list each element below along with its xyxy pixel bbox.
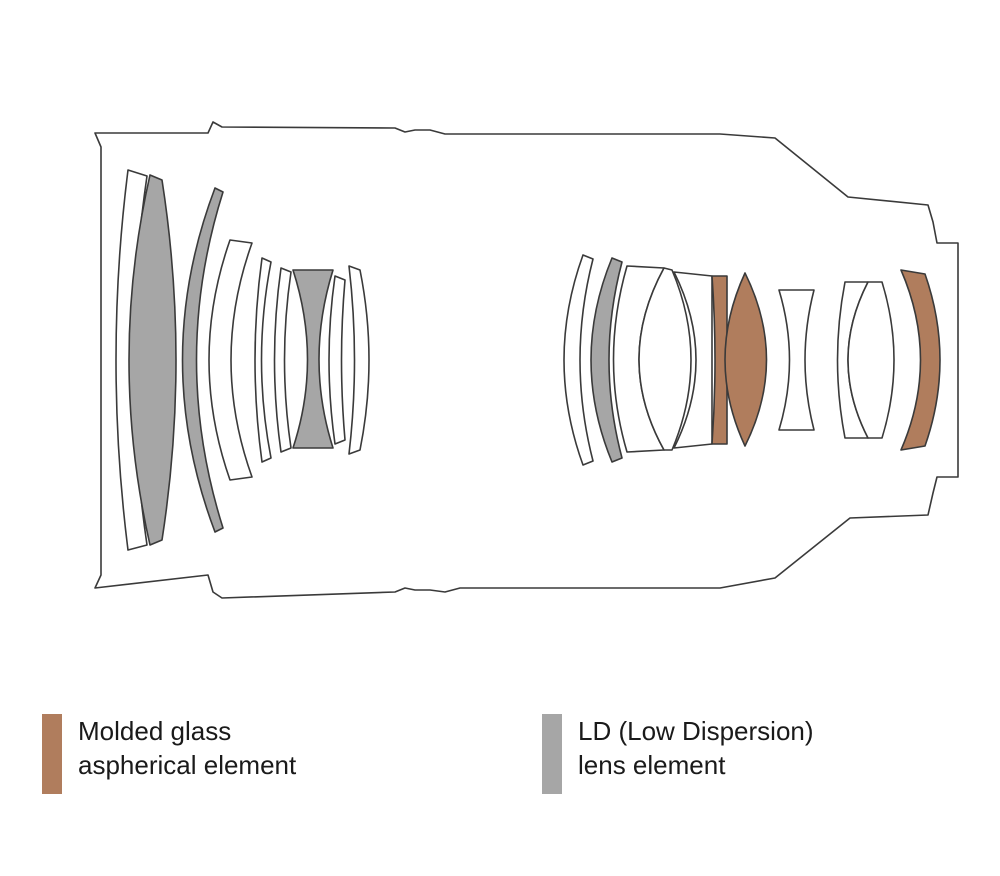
ld-element-label: LD (Low Dispersion) lens element — [578, 714, 814, 782]
lens-element-4 — [273, 267, 292, 453]
ld-element-label-line1: LD (Low Dispersion) — [578, 716, 814, 746]
lens-element-10 — [673, 271, 713, 449]
lens-element-11 — [778, 289, 815, 431]
molded-aspherical-label-line2: aspherical element — [78, 750, 297, 780]
lens-group-rear — [563, 254, 941, 466]
lens-element-6 — [348, 265, 370, 455]
ld-element-label-line2: lens element — [578, 750, 726, 780]
molded-aspherical-element-3 — [900, 269, 941, 451]
lens-element-3 — [254, 257, 272, 463]
lens-element-9 — [638, 267, 692, 451]
lens-group-front — [115, 169, 370, 551]
lens-element-5 — [328, 275, 346, 445]
molded-aspherical-swatch — [42, 714, 62, 794]
lens-element-2 — [208, 239, 253, 481]
molded-aspherical-element-1 — [711, 275, 728, 445]
ld-element-4 — [590, 257, 623, 463]
molded-aspherical-label-line1: Molded glass — [78, 716, 232, 746]
ld-element-2 — [181, 187, 224, 533]
molded-aspherical-label: Molded glass aspherical element — [78, 714, 296, 782]
ld-element-swatch — [542, 714, 562, 794]
ld-element-1 — [128, 174, 177, 546]
lens-barrel-outline — [94, 121, 959, 599]
molded-aspherical-element-2 — [724, 272, 768, 447]
ld-element-3 — [292, 269, 334, 449]
legend-ld-element: LD (Low Dispersion) lens element — [542, 712, 982, 794]
lens-construction-diagram — [94, 121, 959, 599]
lens-element-7 — [563, 254, 594, 466]
lens-element-13 — [847, 281, 895, 439]
legend-molded-aspherical: Molded glass aspherical element — [42, 712, 462, 794]
